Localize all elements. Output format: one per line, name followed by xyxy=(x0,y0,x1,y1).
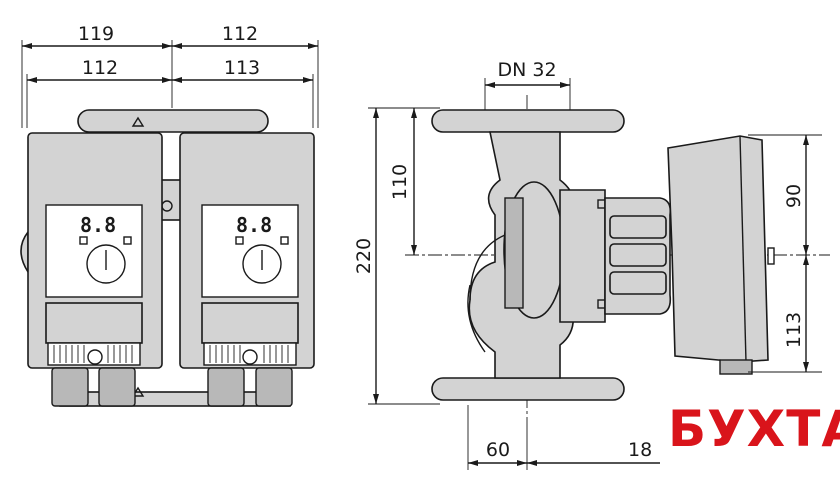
flow-arrow-up-icon xyxy=(131,116,145,127)
display-readout-left: 8.8 xyxy=(80,213,116,237)
front-dimension-lines xyxy=(21,40,319,128)
cable-gland-right-a xyxy=(207,367,245,407)
dim-front-second-right: 113 xyxy=(224,57,260,79)
side-bottom-flange xyxy=(431,377,625,401)
volute-ring xyxy=(504,197,524,309)
electronics-housing xyxy=(667,135,769,363)
housing-latch xyxy=(767,247,775,265)
front-top-flange xyxy=(77,109,269,133)
dim-front-top-right: 112 xyxy=(222,23,258,45)
display-readout-right: 8.8 xyxy=(236,213,272,237)
cooling-fin-3 xyxy=(609,271,667,295)
dim-front-top-left: 119 xyxy=(78,23,114,45)
pump-head-left: 8.8 xyxy=(27,132,163,407)
screw-icon xyxy=(87,349,103,365)
dim-bottom-left: 60 xyxy=(486,439,510,461)
pump-head-right: 8.8 xyxy=(179,132,315,407)
cooling-fin-2 xyxy=(609,243,667,267)
dim-total-height: 220 xyxy=(353,238,375,274)
dim-motor-upper: 90 xyxy=(783,184,805,208)
terminal-box-left xyxy=(45,302,143,344)
dim-upper-height: 110 xyxy=(389,164,411,200)
front-left-cap xyxy=(20,229,29,275)
dim-motor-lower: 113 xyxy=(783,312,805,348)
dim-bottom-right: 18 xyxy=(628,439,652,461)
cooling-fin-1 xyxy=(609,215,667,239)
motor-front xyxy=(559,189,606,323)
dim-front-second-left: 112 xyxy=(82,57,118,79)
screw-icon xyxy=(242,349,258,365)
watermark-background xyxy=(660,394,840,464)
front-view: 119 112 112 113 8.8 xyxy=(20,23,319,407)
cable-gland-right-b xyxy=(255,367,293,407)
side-view: DN 32 220 110 xyxy=(353,59,830,470)
terminal-box-right xyxy=(201,302,299,344)
cable-gland-left-b xyxy=(98,367,136,407)
dim-flange-dn: DN 32 xyxy=(497,59,556,81)
side-top-flange xyxy=(431,109,625,133)
cable-gland-left-a xyxy=(51,367,89,407)
cable-gland-side xyxy=(719,359,753,375)
watermark-logo: БУХТА xyxy=(668,400,840,458)
